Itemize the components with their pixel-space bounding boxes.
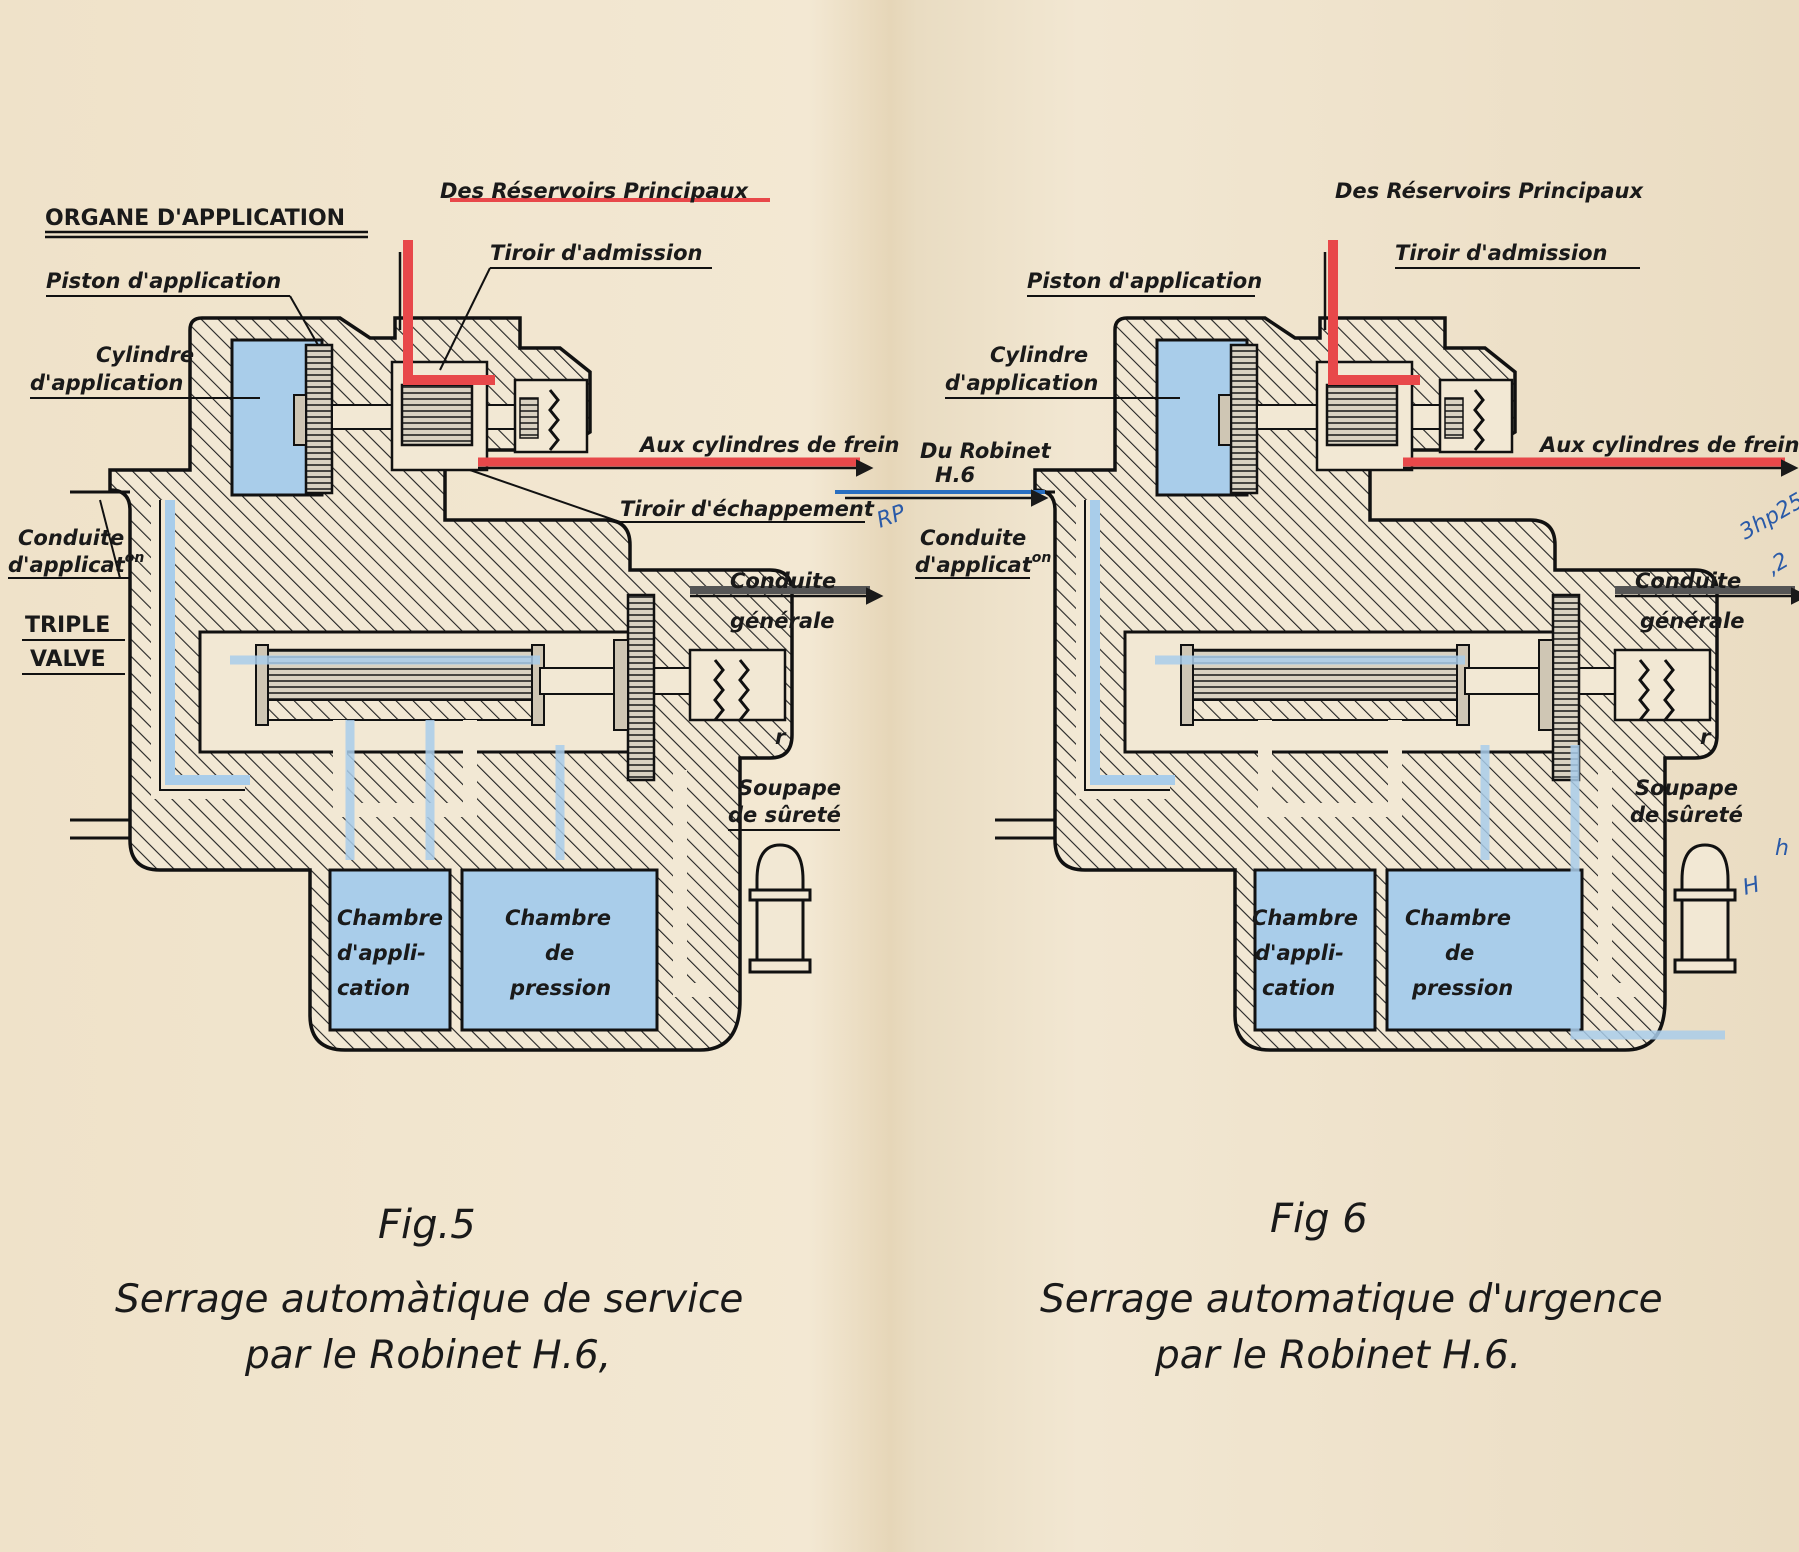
label-tiroir-echappement: Tiroir d'échappement bbox=[620, 497, 875, 521]
label-conduite-applicat-2-6: d'applicaton bbox=[915, 550, 1051, 577]
label-conduite-generale-1-6: Conduite bbox=[1635, 569, 1741, 593]
label-cylindre-2-6: d'application bbox=[945, 371, 1098, 395]
captions: Fig.5 Serrage automàtique de service par… bbox=[115, 1196, 1663, 1378]
label-triple: TRIPLE bbox=[25, 613, 110, 638]
label-cylindre-1: Cylindre bbox=[96, 343, 194, 367]
label-piston-application: Piston d'application bbox=[46, 269, 281, 293]
label-organe-application: ORGANE D'APPLICATION bbox=[45, 206, 345, 231]
label-tiroir-admission: Tiroir d'admission bbox=[490, 241, 703, 265]
label-chambre-pression-3-6: pression bbox=[1411, 976, 1513, 1000]
label-chambre-application-2-6: d'appli- bbox=[1255, 941, 1344, 965]
label-du-robinet-2: H.6 bbox=[935, 463, 975, 487]
label-conduite-generale-1: Conduite bbox=[730, 569, 836, 593]
label-chambre-application-1: Chambre bbox=[337, 906, 443, 930]
label-chambre-pression-1-6: Chambre bbox=[1405, 906, 1511, 930]
label-chambre-pression-2: de bbox=[545, 941, 574, 965]
label-soupape-1-6: Soupape bbox=[1635, 776, 1738, 800]
label-du-robinet-1: Du Robinet bbox=[920, 439, 1052, 463]
label-spring-mark-6: r bbox=[1700, 725, 1712, 749]
label-chambre-pression-2-6: de bbox=[1445, 941, 1474, 965]
label-des-reservoirs: Des Réservoirs Principaux bbox=[440, 179, 749, 203]
note-right-2: ,2 bbox=[1763, 548, 1794, 580]
label-aux-cylindres-6: Aux cylindres de frein bbox=[1538, 433, 1799, 457]
label-cylindre-2: d'application bbox=[30, 371, 183, 395]
label-valve: VALVE bbox=[30, 647, 106, 672]
fig6-caption-2: par le Robinet H.6. bbox=[1154, 1333, 1521, 1378]
label-soupape-2: de sûreté bbox=[728, 803, 841, 827]
fig6-caption-1: Serrage automatique d'urgence bbox=[1040, 1277, 1663, 1322]
label-chambre-application-1-6: Chambre bbox=[1252, 906, 1358, 930]
label-cylindre-1-6: Cylindre bbox=[990, 343, 1088, 367]
fig5-caption-2: par le Robinet H.6, bbox=[244, 1333, 611, 1378]
label-chambre-application-2: d'appli- bbox=[337, 941, 426, 965]
fig5-diagram bbox=[70, 198, 884, 1050]
label-piston-application-6: Piston d'application bbox=[1027, 269, 1262, 293]
label-des-reservoirs-6: Des Réservoirs Principaux bbox=[1335, 179, 1644, 203]
label-chambre-application-3-6: cation bbox=[1262, 976, 1335, 1000]
fig5-caption-1: Serrage automàtique de service bbox=[115, 1277, 743, 1322]
label-conduite-generale-2-6: générale bbox=[1640, 609, 1744, 633]
label-conduite-applicat-1: Conduite bbox=[18, 526, 124, 550]
label-soupape-2-6: de sûreté bbox=[1630, 803, 1743, 827]
label-spring-mark: r bbox=[775, 725, 787, 749]
label-chambre-application-3: cation bbox=[337, 976, 410, 1000]
fig5-labels: ORGANE D'APPLICATION Piston d'applicatio… bbox=[8, 179, 899, 1000]
label-soupape-1: Soupape bbox=[738, 776, 841, 800]
note-hi: H bbox=[1740, 872, 1762, 900]
label-conduite-generale-2: générale bbox=[730, 609, 834, 633]
label-chambre-pression-3: pression bbox=[509, 976, 611, 1000]
label-conduite-applicat-1-6: Conduite bbox=[920, 526, 1026, 550]
fig6-number: Fig 6 bbox=[1270, 1196, 1368, 1242]
label-chambre-pression-1: Chambre bbox=[505, 906, 611, 930]
note-h: h bbox=[1775, 836, 1789, 861]
label-tiroir-admission-6: Tiroir d'admission bbox=[1395, 241, 1608, 265]
label-aux-cylindres: Aux cylindres de frein bbox=[638, 433, 899, 457]
note-rp: RP bbox=[874, 500, 910, 534]
fig5-number: Fig.5 bbox=[378, 1202, 476, 1248]
label-conduite-applicat-2: d'applicaton bbox=[8, 550, 144, 577]
note-right: 3hp25 bbox=[1736, 489, 1799, 546]
fig6-diagram bbox=[835, 240, 1799, 1050]
